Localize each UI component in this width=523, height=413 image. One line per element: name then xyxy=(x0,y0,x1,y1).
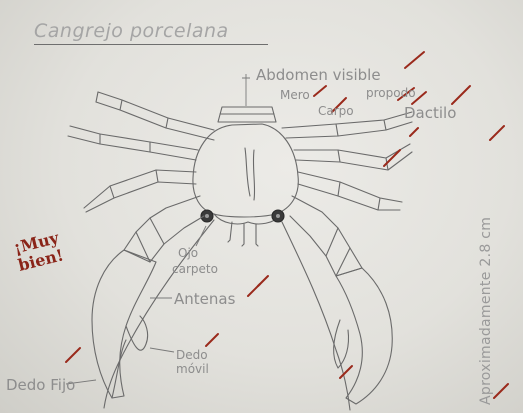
label-dedo-movil-2: móvil xyxy=(176,362,209,376)
claw-left-finger xyxy=(126,316,148,350)
label-carpeto: carpeto xyxy=(172,262,218,276)
leg-left-3 xyxy=(84,170,196,212)
carapace xyxy=(193,124,298,217)
antenna-small xyxy=(228,222,258,246)
label-dedo-movil-1: Dedo xyxy=(176,348,208,362)
label-dactilo: Dactilo xyxy=(404,104,456,122)
antenna-long-right xyxy=(282,222,350,410)
claw-right-finger xyxy=(334,320,349,368)
label-abdomen: Abdomen visible xyxy=(256,66,381,84)
label-dedo-fijo: Dedo Fijo xyxy=(6,376,75,394)
cheliped-right-arm xyxy=(290,196,362,276)
leader-ojo xyxy=(196,226,206,246)
label-ojo: Ojo xyxy=(178,246,198,260)
claw-right xyxy=(336,268,392,404)
leader-dedo-movil xyxy=(150,348,174,352)
label-size: Aproximadamente 2.8 cm xyxy=(478,217,494,405)
label-mero: Mero xyxy=(280,88,310,102)
label-propodo: propodo xyxy=(366,86,416,100)
leader-abdomen xyxy=(242,74,250,106)
leg-left-1 xyxy=(96,92,214,140)
leg-right-3 xyxy=(298,172,402,210)
claw-left xyxy=(92,250,156,398)
carapace-groove xyxy=(245,148,255,200)
label-antenas: Antenas xyxy=(174,290,235,308)
label-carpo-top: Carpo xyxy=(318,104,354,118)
